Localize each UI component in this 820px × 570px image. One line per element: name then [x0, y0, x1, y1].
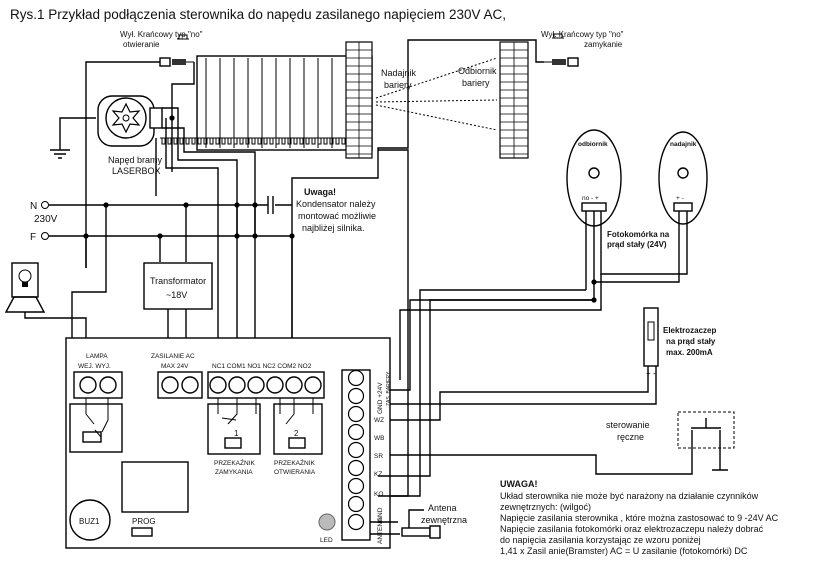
mains-f: F — [30, 232, 36, 243]
antenna-label-2: zewnętrzna — [421, 515, 467, 525]
lock-pins: + - — [646, 369, 656, 378]
lock-label-3: max. 200mA — [666, 348, 713, 357]
supply-block-label-2: MAX 24V — [161, 363, 189, 370]
right-terminal-labels: GND +24V ZAS. BARIERY WZ WB SR KZ KO GND… — [374, 371, 392, 544]
note-line-6: 1,41 x Zasil anie(Bramster) AC = U zasil… — [500, 546, 748, 556]
led-indicator: LED — [318, 513, 336, 544]
warning-line-1: Kondensator należy — [296, 199, 376, 209]
photocell-receiver: odbiornik no - + — [566, 129, 622, 227]
receiver-label-2: bariery — [462, 78, 490, 88]
note-line-4: Napięcie zasilania fotokomórki oraz elek… — [500, 524, 764, 534]
note-line-3: Napięcie zasilania sterownika , które mo… — [500, 513, 779, 523]
relay-2-label-2: OTWIERANIA — [274, 469, 316, 476]
gate-motor: Napęd bramy LASERBOX — [97, 95, 163, 176]
motor-label-2: LASERBOX — [112, 166, 161, 176]
lamp-block-label-1: LAMPA — [86, 353, 108, 360]
note-line-1: Układ sterownika nie może być narażony n… — [500, 491, 759, 501]
relay-2-number: 2 — [294, 429, 299, 438]
gate-panel — [160, 55, 373, 151]
buzzer-label: BUZ1 — [79, 517, 100, 526]
warning-lamp — [4, 262, 46, 313]
mains-voltage: 230V — [34, 214, 58, 225]
photocell-transmitter: nadajnik + - — [658, 131, 708, 225]
limit-open-label-2: otwieranie — [123, 40, 160, 49]
warning-title: Uwaga! — [304, 187, 336, 197]
diagram-title: Rys.1 Przykład podłączenia sterownika do… — [10, 7, 506, 22]
display-window — [121, 461, 189, 513]
capacitor-warning: Uwaga! Kondensator należy montować możli… — [296, 187, 376, 233]
term-zas-bariery: ZAS. BARIERY — [386, 371, 392, 406]
mains-n: N — [30, 201, 37, 212]
transformer-label-2: ~18V — [166, 290, 187, 300]
lamp-terminals — [73, 371, 123, 399]
transformer: Transformator ~18V — [143, 262, 213, 310]
limit-switch-close: Wył. Krańcowy typ "no" zamykanie — [541, 30, 624, 67]
note-line-2: zewnętrznych: (wilgoć) — [500, 502, 591, 512]
term-kz: KZ — [374, 471, 382, 478]
prog-label: PROG — [132, 517, 156, 526]
transmitter-label-1: Nadajnik — [381, 68, 417, 78]
antenna-label-1: Antena — [428, 503, 457, 513]
photocell-tx-label: nadajnik — [670, 141, 697, 148]
lock-label-2: na prąd stały — [666, 337, 716, 346]
relay-terminals — [207, 371, 325, 399]
limit-open-label-1: Wył. Krańcowy typ "no" — [120, 30, 203, 39]
term-gnd-24v: GND +24V — [377, 382, 384, 414]
relay-1-number: 1 — [234, 429, 239, 438]
junction-dots — [83, 115, 597, 303]
photocell-rx-pins: no - + — [582, 195, 599, 202]
manual-control: sterowanie ręczne — [606, 411, 735, 449]
transformer-label-1: Transformator — [150, 276, 206, 286]
term-wb: WB — [374, 435, 384, 442]
warning-line-2: montować możliwie — [298, 211, 376, 221]
ground-icon — [50, 117, 96, 159]
lamp-relay — [69, 398, 123, 453]
relay-terms-label: NC1 COM1 NO1 NC2 COM2 NO2 — [212, 363, 312, 370]
prog-button: PROG — [131, 517, 156, 537]
buzzer: BUZ1 — [69, 499, 111, 541]
term-gnd: GND — [377, 507, 384, 522]
term-antena: ANTENA — [377, 517, 384, 544]
receiver-label-1: Odbiornik — [458, 66, 497, 76]
photocell-desc-1: Fotokomórka na — [607, 230, 670, 239]
transmitter-label-2: bariery — [384, 80, 412, 90]
relay-open: 2 PRZEKAŹNIK OTWIERANIA — [273, 398, 323, 476]
lock-label-1: Elektrozaczep — [663, 326, 716, 335]
led-label: LED — [320, 537, 333, 544]
limit-close-label-1: Wył. Krańcowy typ "no" — [541, 30, 624, 39]
relay-close: 1 PRZEKAŹNIK ZAMYKANIA — [207, 398, 261, 476]
transmitter-pillar — [345, 41, 373, 159]
mains-supply: N 230V F — [30, 201, 58, 243]
right-terminal-block — [341, 369, 371, 541]
warning-line-3: najbliżej silnika. — [302, 223, 365, 233]
motor-label-1: Napęd bramy — [108, 155, 163, 165]
limit-close-label-2: zamykanie — [584, 40, 623, 49]
relay-1-label-2: ZAMYKANIA — [215, 469, 253, 476]
bottom-note: UWAGA! Układ sterownika nie może być nar… — [500, 479, 779, 556]
relay-2-label-1: PRZEKAŹNIK — [274, 458, 315, 467]
relay-1-label-1: PRZEKAŹNIK — [214, 458, 255, 467]
note-title: UWAGA! — [500, 479, 538, 489]
manual-label-2: ręczne — [617, 432, 644, 442]
term-wz: WZ — [374, 417, 384, 424]
receiver-pillar — [499, 41, 529, 159]
limit-switch-open: Wył. Krańcowy typ "no" otwieranie — [120, 30, 203, 67]
photocell-rx-label: odbiornik — [578, 141, 608, 148]
electric-lock: Elektrozaczep na prąd stały max. 200mA +… — [643, 307, 716, 378]
term-sr: SR — [374, 453, 383, 460]
term-ko: KO — [374, 491, 383, 498]
note-line-5: do napięcia zasilania korzystając ze wzo… — [500, 535, 701, 545]
manual-label-1: sterowanie — [606, 420, 650, 430]
photocell-tx-pins: + - — [676, 195, 684, 202]
photocell-desc-2: prąd stały (24V) — [607, 240, 667, 249]
lamp-block-label-2: WEJ. WYJ. — [78, 363, 111, 370]
antenna: Antena zewnętrzna — [370, 503, 467, 539]
supply-block-label-1: ZASILANIE AC — [151, 353, 195, 360]
supply-terminals — [157, 371, 203, 399]
